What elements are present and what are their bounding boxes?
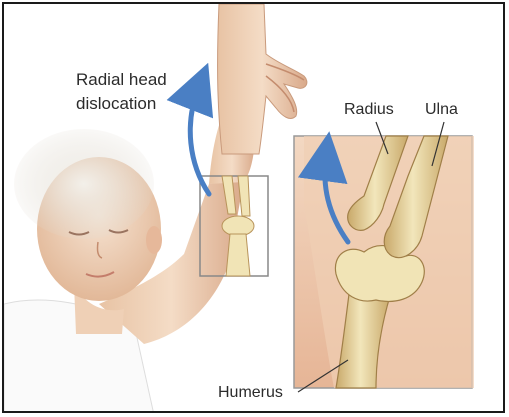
radial-dislocation-arrow — [190, 86, 209, 194]
radius-label: Radius — [344, 101, 394, 119]
figure-frame: Radial head dislocation Radius Ulna Hume… — [2, 2, 505, 413]
inset-panel — [294, 136, 474, 388]
radial-head-dislocation-label: Radial head dislocation — [76, 68, 167, 116]
radial-head-dislocation-label-line2: dislocation — [76, 92, 167, 116]
adult-hand — [218, 4, 307, 154]
radial-head-dislocation-label-line1: Radial head — [76, 68, 167, 92]
elbow-dislocation-illustration — [4, 4, 505, 413]
child-figure — [4, 129, 244, 413]
ulna-label: Ulna — [425, 101, 458, 119]
humerus-label: Humerus — [218, 384, 283, 402]
